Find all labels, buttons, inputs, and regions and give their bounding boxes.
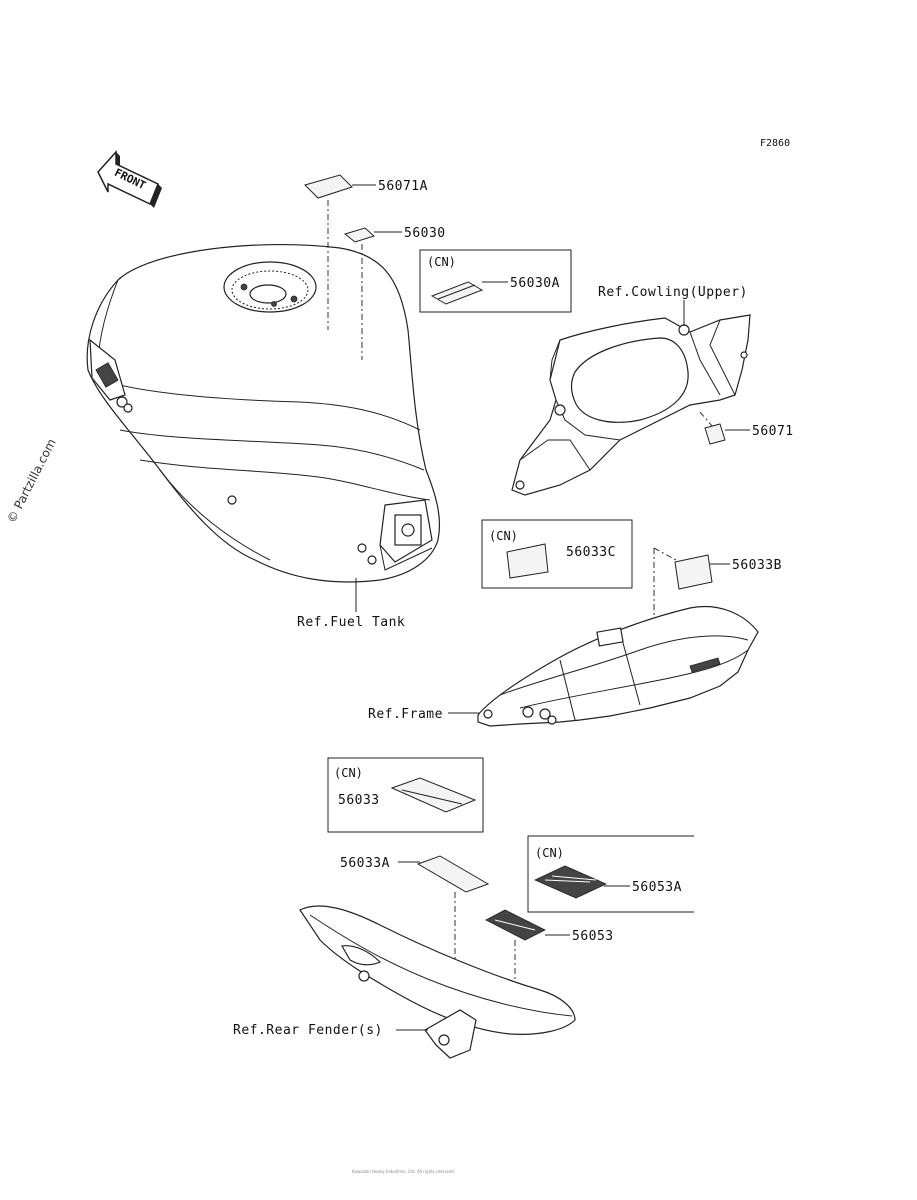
part-label-56030a: 56030A — [510, 276, 560, 291]
fuel-tank-illustration — [86, 243, 441, 583]
decal-56071 — [704, 423, 726, 445]
ref-rear-fender: Ref.Rear Fender(s) — [233, 1023, 383, 1038]
ref-cowling-upper: Ref.Cowling(Upper) — [598, 285, 748, 300]
decal-56030 — [343, 227, 375, 243]
footer-copyright: Kawasaki Heavy Industries, Ltd. All righ… — [352, 1169, 455, 1174]
front-arrow-icon: FRONT — [97, 150, 162, 208]
part-label-56033b: 56033B — [732, 558, 782, 573]
cn-box-56033 — [327, 757, 484, 833]
cn-box-56033c — [481, 519, 633, 589]
cn-label: (CN) — [427, 255, 456, 269]
cn-box-56053a — [527, 835, 694, 913]
part-label-56033c: 56033C — [566, 545, 616, 560]
part-label-56030: 56030 — [404, 226, 446, 241]
ref-fuel-tank: Ref.Fuel Tank — [297, 615, 405, 630]
ref-frame: Ref.Frame — [368, 707, 443, 722]
part-label-56071a: 56071A — [378, 179, 428, 194]
watermark: © Partzilla.com — [4, 436, 59, 525]
decal-56053a — [534, 865, 607, 899]
frame-illustration — [477, 606, 759, 727]
decal-56033a — [416, 855, 490, 893]
cn-box-56030a — [419, 249, 572, 313]
cowling-upper-illustration — [511, 314, 751, 496]
svg-text:(CN): (CN) — [489, 529, 518, 543]
part-label-56071: 56071 — [752, 424, 794, 439]
svg-text:(CN): (CN) — [535, 846, 564, 860]
part-label-56033: 56033 — [338, 793, 380, 808]
decal-56071a — [304, 174, 353, 199]
diagram-code: F2860 — [760, 138, 790, 149]
svg-text:(CN): (CN) — [334, 766, 363, 780]
rear-fender-illustration — [299, 905, 576, 1059]
part-label-56053a: 56053A — [632, 880, 682, 895]
decal-56033c — [506, 543, 549, 579]
decal-56033 — [390, 777, 477, 813]
decal-56033b — [674, 554, 713, 590]
part-label-56053: 56053 — [572, 929, 614, 944]
part-label-56033a: 56033A — [340, 856, 390, 871]
